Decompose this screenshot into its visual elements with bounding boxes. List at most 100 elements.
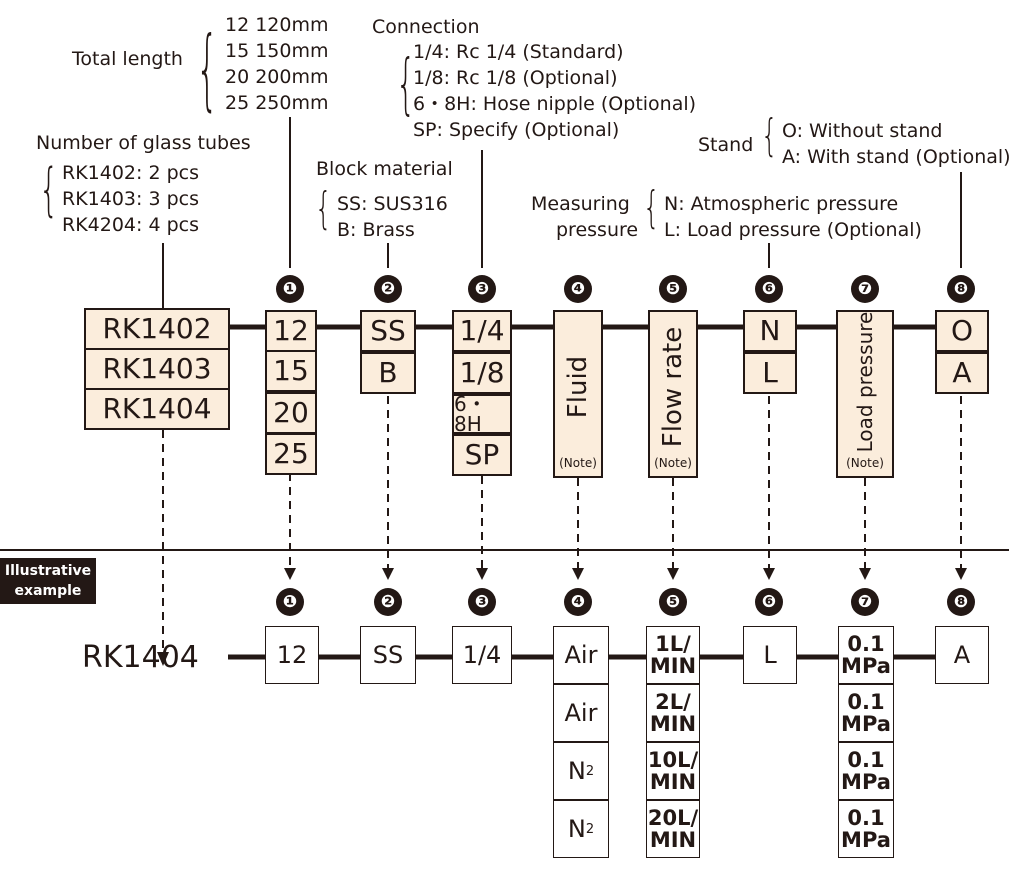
brace-icon: { (643, 182, 660, 233)
stand-option: O: Without stand (782, 120, 943, 142)
flow-rate-value: 1L/ (655, 632, 691, 656)
block-material-option: B: Brass (337, 219, 415, 241)
glass-tubes-option: RK1403: 3 pcs (62, 188, 199, 210)
fluid-subscript: 2 (585, 763, 595, 779)
example-marker-4: ❹ (564, 588, 592, 616)
block-material-label: Block material (316, 158, 453, 180)
load-pressure-value: 0.1 (847, 748, 885, 772)
fluid-text: N (567, 757, 586, 785)
brace-icon: { (315, 183, 332, 234)
example-flow-rate-cell: 10L/ MIN (646, 742, 700, 800)
stand-code-cell: A (935, 352, 989, 394)
tag-line: Illustrative (4, 563, 92, 579)
connection-option: 6・8H: Hose nipple (Optional) (413, 93, 697, 115)
measuring-pressure-label: Measuring (531, 193, 630, 215)
load-pressure-note: (Note) (846, 456, 884, 470)
brace-icon: { (761, 110, 778, 161)
glass-tubes-option: RK4204: 4 pcs (62, 214, 199, 236)
pressure-code-cell: L (743, 352, 797, 394)
measuring-pressure-label: pressure (556, 219, 639, 241)
example-pressure-cell: L (743, 626, 797, 684)
load-pressure-value: 0.1 (847, 690, 885, 714)
fluid-subscript: 2 (585, 821, 595, 837)
total-length-option: 25 250mm (225, 92, 329, 114)
number-marker-4: ❹ (564, 275, 592, 303)
fluid-note: (Note) (559, 456, 597, 470)
example-load-pressure-cell: 0.1 MPa (838, 684, 894, 742)
flow-rate-cell: Flow rate (Note) (648, 310, 698, 478)
model-code-cell: RK1402 (84, 308, 230, 350)
load-pressure-unit: MPa (841, 828, 891, 852)
flow-rate-unit: MIN (649, 654, 697, 678)
load-pressure-cell: Load pressure (Note) (836, 310, 894, 478)
number-marker-7: ❼ (851, 275, 879, 303)
glass-tubes-option: RK1402: 2 pcs (62, 162, 199, 184)
number-marker-3: ❸ (468, 275, 496, 303)
tag-line: example (14, 583, 82, 599)
length-code-cell: 12 (265, 310, 317, 352)
measuring-pressure-option: N: Atmospheric pressure (664, 193, 899, 215)
number-marker-6: ❻ (755, 275, 783, 303)
measuring-pressure-option: L: Load pressure (Optional) (664, 219, 922, 241)
total-length-option: 12 120mm (225, 14, 329, 36)
example-load-pressure-cell: 0.1 MPa (838, 800, 894, 858)
example-stand-cell: A (935, 626, 989, 684)
example-model-code: RK1404 (82, 640, 199, 675)
connection-code-cell: 1/8 (452, 352, 512, 394)
stand-code-cell: O (935, 310, 989, 352)
model-code-cell: RK1404 (84, 388, 230, 430)
example-flow-rate-cell: 1L/ MIN (646, 626, 700, 684)
stand-option: A: With stand (Optional) (782, 146, 1009, 168)
length-code-cell: 20 (265, 392, 317, 434)
example-marker-5: ❺ (659, 588, 687, 616)
stand-label: Stand (698, 134, 754, 156)
connection-code-cell: 1/4 (452, 310, 512, 352)
connection-code-cell: 6・8H (452, 394, 512, 434)
flow-rate-unit: MIN (649, 712, 697, 736)
example-connection-cell: 1/4 (452, 626, 512, 684)
illustrative-example-tag: Illustrative example (0, 558, 96, 604)
model-code-cell: RK1403 (84, 348, 230, 390)
number-marker-1: ❶ (276, 275, 304, 303)
example-length-cell: 12 (265, 626, 319, 684)
load-pressure-unit: MPa (841, 654, 891, 678)
example-marker-7: ❼ (851, 588, 879, 616)
material-code-cell: B (360, 352, 416, 394)
number-marker-5: ❺ (659, 275, 687, 303)
load-pressure-label: Load pressure (853, 311, 877, 453)
load-pressure-value: 0.1 (847, 632, 885, 656)
example-flow-rate-cell: 20L/ MIN (646, 800, 700, 858)
example-marker-3: ❸ (468, 588, 496, 616)
fluid-label: Fluid (563, 355, 593, 419)
load-pressure-unit: MPa (841, 712, 891, 736)
total-length-option: 15 150mm (225, 40, 329, 62)
material-code-cell: SS (360, 310, 416, 352)
flow-rate-unit: MIN (649, 770, 697, 794)
connection-code-cell: SP (452, 434, 512, 476)
total-length-label: Total length (72, 48, 183, 70)
number-marker-8: ❽ (947, 275, 975, 303)
fluid-cell: Fluid (Note) (553, 310, 603, 478)
example-flow-rate-cell: 2L/ MIN (646, 684, 700, 742)
length-code-cell: 15 (265, 350, 317, 392)
brace-icon: { (196, 19, 219, 121)
pressure-code-cell: N (743, 310, 797, 352)
flow-rate-label: Flow rate (658, 326, 688, 448)
example-marker-6: ❻ (755, 588, 783, 616)
flow-rate-value: 10L/ (647, 748, 699, 772)
number-marker-2: ❷ (374, 275, 402, 303)
connection-option: 1/8: Rc 1/8 (Optional) (413, 67, 618, 89)
brace-icon: { (39, 156, 59, 224)
fluid-text: N (567, 815, 586, 843)
example-marker-1: ❶ (276, 588, 304, 616)
example-fluid-cell: Air (553, 626, 609, 684)
example-fluid-cell: Air (553, 684, 609, 742)
flow-rate-value: 2L/ (655, 690, 691, 714)
flow-rate-unit: MIN (649, 828, 697, 852)
example-marker-8: ❽ (947, 588, 975, 616)
length-code-cell: 25 (265, 433, 317, 475)
connection-option: SP: Specify (Optional) (413, 119, 620, 141)
example-material-cell: SS (360, 626, 416, 684)
